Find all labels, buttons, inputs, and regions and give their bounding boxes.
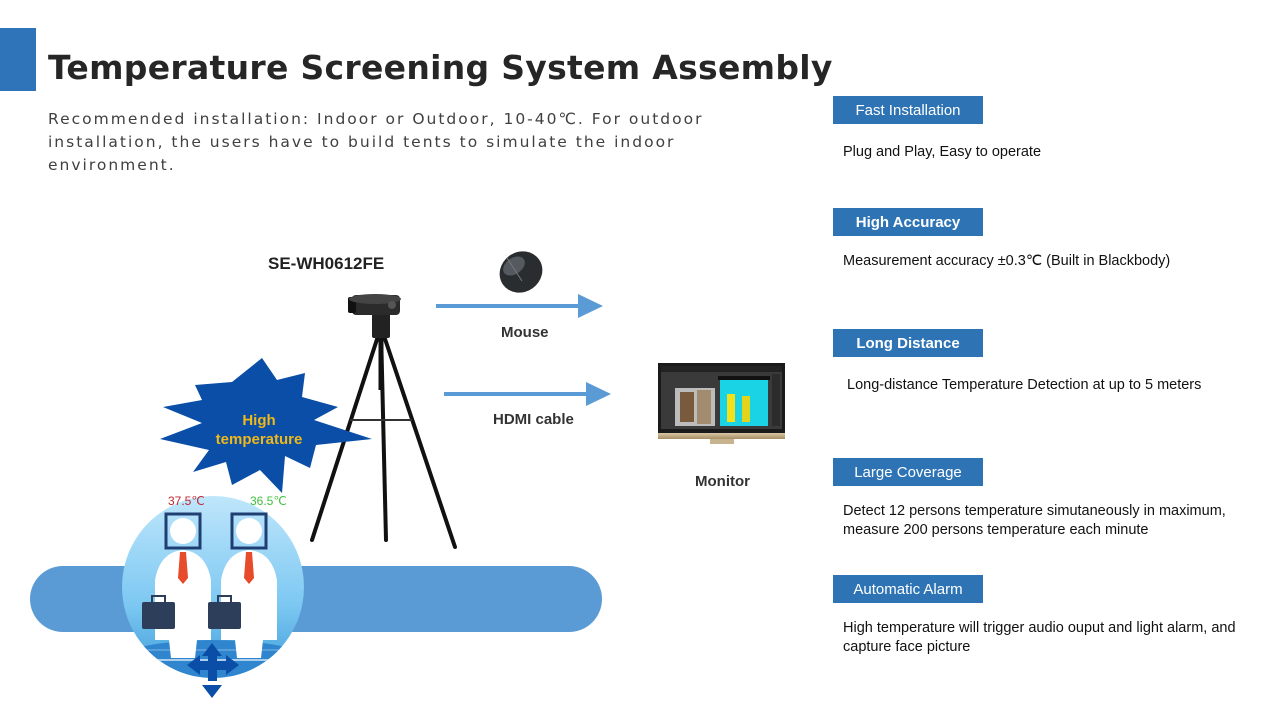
- feature-tag-long-distance: Long Distance: [833, 329, 983, 357]
- page-title: Temperature Screening System Assembly: [48, 48, 833, 87]
- thermal-camera-icon: [348, 294, 401, 315]
- feature-desc-large-coverage: Detect 12 persons temperature simutaneou…: [843, 503, 1226, 538]
- person-left-icon: [142, 512, 211, 658]
- person-left-temperature: 37.5℃: [168, 494, 205, 508]
- mouse-label: Mouse: [501, 324, 549, 341]
- monitor-icon: [658, 363, 785, 444]
- high-temperature-text: High temperature: [200, 411, 318, 449]
- device-model-label: SE-WH0612FE: [268, 254, 385, 273]
- feature-desc-automatic-alarm: High temperature will trigger audio oupu…: [843, 620, 1236, 655]
- hdmi-arrow-icon: [444, 382, 611, 406]
- walkway-band: [30, 566, 602, 632]
- mouse-icon: [499, 251, 543, 293]
- hdmi-cable-label: HDMI cable: [493, 411, 574, 428]
- feature-desc-long-distance: Long-distance Temperature Detection at u…: [847, 377, 1202, 393]
- feature-tag-large-coverage: Large Coverage: [833, 458, 983, 486]
- title-accent-bar: [0, 28, 36, 91]
- alert-line-2: temperature: [215, 431, 303, 448]
- feature-tag-automatic-alarm: Automatic Alarm: [833, 575, 983, 603]
- feature-desc-high-accuracy: Measurement accuracy ±0.3℃ (Built in Bla…: [843, 253, 1171, 269]
- feature-tag-high-accuracy: High Accuracy: [833, 208, 983, 236]
- feature-desc-fast-installation: Plug and Play, Easy to operate: [843, 144, 1042, 160]
- high-temperature-burst: [160, 358, 372, 493]
- person-right-icon: [208, 512, 277, 658]
- monitor-label: Monitor: [695, 473, 750, 490]
- mouse-arrow-icon: [436, 294, 603, 318]
- alert-line-1: High: [242, 412, 276, 429]
- move-arrows-icon: [187, 643, 239, 698]
- installation-note: Recommended installation: Indoor or Outd…: [48, 110, 704, 174]
- feature-tag-fast-installation: Fast Installation: [833, 96, 983, 124]
- tripod-icon: [310, 310, 457, 549]
- assembly-diagram: [30, 251, 785, 698]
- person-right-temperature: 36.5℃: [250, 494, 287, 508]
